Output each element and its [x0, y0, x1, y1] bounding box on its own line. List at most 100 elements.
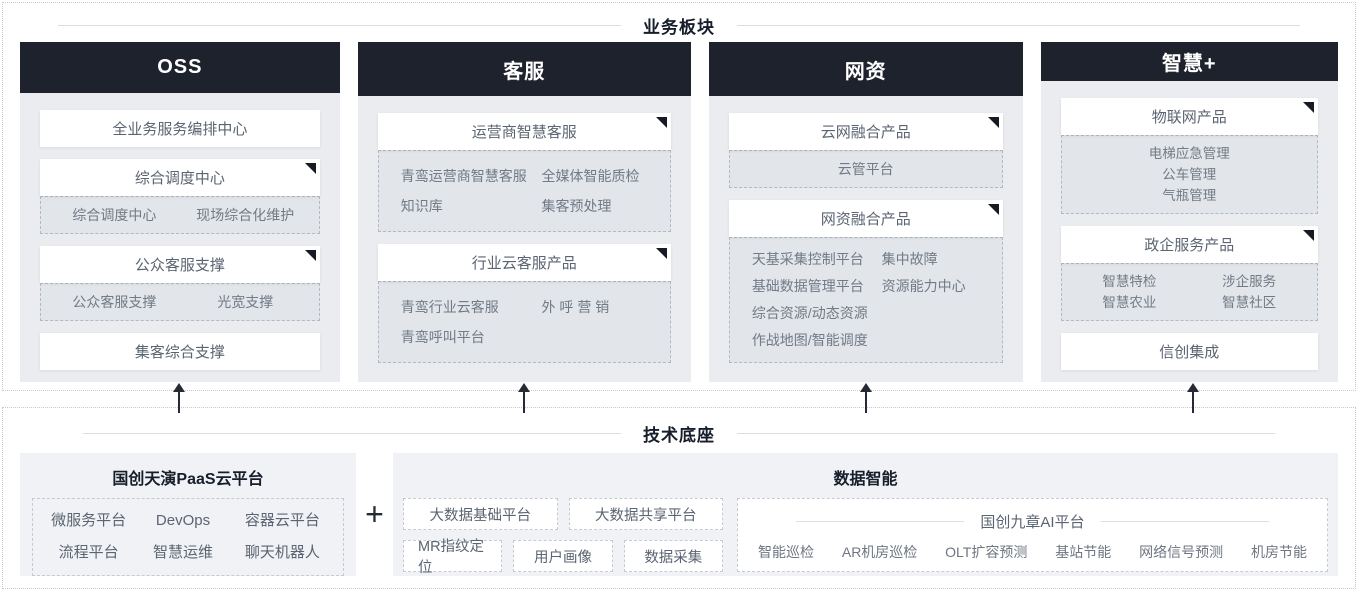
card-title: 信创集成 [1159, 344, 1220, 361]
arrow-head [1187, 383, 1199, 392]
corner-marker-icon [304, 163, 316, 174]
business-section-title-row: 业务板块 [3, 14, 1355, 37]
sub-item: 全媒体智能质检 [541, 168, 640, 184]
column-smart-plus: 智慧+ 物联网产品 电梯应急管理 公车管理 气瓶管理 [1040, 42, 1338, 382]
sub-item: 智慧社区 [1222, 295, 1277, 310]
card-title: 综合调度中心 [134, 170, 225, 187]
paas-item: 流程平台 [58, 544, 119, 561]
arrow-stem [1192, 391, 1194, 413]
data-box-row: MR指纹定位 用户画像 数据采集 [403, 539, 723, 576]
divider-line [58, 24, 621, 26]
ai-platform-items: 智能巡检 AR机房巡检 OLT扩容预测 基站节能 网络信号预测 机房节能 [756, 542, 1309, 562]
corner-marker-icon [655, 248, 667, 259]
sub-item: 综合调度中心 [72, 207, 157, 223]
arrow-stem [865, 391, 867, 413]
data-intelligence-title: 数据智能 [833, 471, 898, 488]
sub-item: 基础数据管理平台 [751, 278, 864, 294]
card-industry-cloud-service: 行业云客服产品 [377, 244, 671, 281]
card-gov-enterprise-products: 政企服务产品 [1060, 226, 1318, 263]
data-box: 大数据共享平台 [568, 498, 723, 530]
corner-marker-icon [304, 250, 316, 261]
column-customer-service-body: 运营商智慧客服 青鸾运营商智慧客服 全媒体智能质检 知识库 集客预处理 行业云客… [357, 96, 691, 382]
ai-item: 机房节能 [1250, 544, 1307, 560]
card-dispatch-center: 综合调度中心 [40, 159, 320, 196]
paas-item: 智慧运维 [153, 544, 214, 561]
column-smart-plus-body: 物联网产品 电梯应急管理 公车管理 气瓶管理 政企服务产品 [1040, 81, 1338, 382]
card-group: 综合调度中心 综合调度中心 现场综合化维护 [40, 159, 320, 234]
data-box: 大数据基础平台 [403, 498, 558, 530]
business-section-title: 业务板块 [643, 17, 715, 37]
card-title: 物联网产品 [1151, 109, 1227, 126]
tech-content: 国创天演PaaS云平台 微服务平台 DevOps 容器云平台 流程平台 智慧运维… [20, 453, 1338, 576]
card-group: 网资融合产品 天基采集控制平台 集中故障 基础数据管理平台 资源能力中心 综合资… [728, 200, 1003, 363]
corner-marker-icon [987, 204, 999, 215]
column-customer-service: 客服 运营商智慧客服 青鸾运营商智慧客服 全媒体智能质检 知识库 集客预处理 [357, 42, 691, 382]
sub-item: 光宽支撑 [217, 294, 274, 310]
card-title: 全业务服务编排中心 [112, 121, 248, 138]
data-box-row: 大数据基础平台 大数据共享平台 [403, 498, 723, 530]
arrow-head [173, 383, 185, 392]
ai-platform-title-row: 国创九章AI平台 [756, 511, 1309, 532]
ai-platform-box: 国创九章AI平台 智能巡检 AR机房巡检 OLT扩容预测 基站节能 网络信号预测… [737, 498, 1328, 572]
sub-item: 知识库 [400, 198, 443, 214]
sub-item: 电梯应急管理 [1148, 146, 1230, 161]
card-netres-fusion-products: 网资融合产品 [728, 200, 1003, 237]
plus-icon: + [365, 496, 384, 532]
sub-item: 外 呼 营 销 [541, 299, 610, 315]
card-sub-items: 综合调度中心 现场综合化维护 [40, 196, 320, 234]
data-boxes: 大数据基础平台 大数据共享平台 MR指纹定位 用户画像 数据采集 [403, 498, 723, 576]
sub-item: 青鸾运营商智慧客服 [400, 168, 527, 184]
card-sub-items: 青鸾运营商智慧客服 全媒体智能质检 知识库 集客预处理 [377, 150, 671, 232]
card-public-support: 公众客服支撑 [40, 246, 320, 283]
column-network-resources-body: 云网融合产品 云管平台 网资融合产品 天基采集控制平台 [708, 96, 1023, 382]
sub-item: 综合资源/动态资源 [751, 305, 868, 321]
corner-marker-icon [655, 117, 667, 128]
data-box: 数据采集 [623, 540, 723, 572]
divider-line [1100, 521, 1269, 522]
paas-platform-card: 国创天演PaaS云平台 微服务平台 DevOps 容器云平台 流程平台 智慧运维… [20, 453, 356, 576]
card-sub-items: 电梯应急管理 公车管理 气瓶管理 [1060, 135, 1318, 214]
ai-item: OLT扩容预测 [945, 544, 1028, 560]
card-sub-items: 公众客服支撑 光宽支撑 [40, 283, 320, 321]
tech-section-title-row: 技术底座 [3, 422, 1355, 445]
corner-marker-icon [987, 117, 999, 128]
card-xinchuang-integration: 信创集成 [1060, 333, 1318, 370]
business-section: 业务板块 OSS 全业务服务编排中心 综合调度中心 [2, 2, 1356, 391]
sub-item: 天基采集控制平台 [751, 251, 864, 267]
sub-item: 智慧农业 [1102, 295, 1157, 310]
sub-item: 资源能力中心 [881, 278, 966, 294]
card-group: 运营商智慧客服 青鸾运营商智慧客服 全媒体智能质检 知识库 集客预处理 [377, 113, 671, 232]
card-sub-items: 青鸾行业云客服 外 呼 营 销 青鸾呼叫平台 [377, 281, 671, 363]
card-title: 政企服务产品 [1144, 237, 1235, 254]
divider-line [796, 521, 965, 522]
divider-line [737, 432, 1275, 434]
card-sub-items: 天基采集控制平台 集中故障 基础数据管理平台 资源能力中心 综合资源/动态资源 … [728, 237, 1003, 363]
card-operator-smart-service: 运营商智慧客服 [377, 113, 671, 150]
sub-item: 云管平台 [837, 161, 894, 177]
up-arrow-icon [1185, 383, 1201, 413]
up-arrow-icon [858, 383, 874, 413]
sub-item: 智慧特检 [1102, 274, 1157, 289]
data-intelligence-content: 大数据基础平台 大数据共享平台 MR指纹定位 用户画像 数据采集 国创九章AI平… [403, 498, 1328, 576]
data-intelligence-card: 数据智能 大数据基础平台 大数据共享平台 MR指纹定位 用户画像 数据采集 [393, 453, 1338, 576]
data-box: 用户画像 [513, 540, 613, 572]
arrow-stem [523, 391, 525, 413]
ai-item: 网络信号预测 [1139, 544, 1224, 560]
card-group-customer-support: 集客综合支撑 [40, 333, 320, 370]
sub-item: 集客预处理 [541, 198, 612, 214]
corner-marker-icon [1302, 230, 1314, 241]
sub-item: 气瓶管理 [1162, 188, 1217, 203]
sub-item: 公众客服支撑 [72, 294, 157, 310]
card-group: 信创集成 [1060, 333, 1318, 370]
sub-item: 作战地图/智能调度 [751, 332, 868, 348]
sub-item: 公车管理 [1162, 167, 1217, 182]
paas-item: 微服务平台 [51, 512, 127, 529]
arrow-head [518, 383, 530, 392]
column-oss-body: 全业务服务编排中心 综合调度中心 综合调度中心 现场综合化维护 [20, 93, 340, 382]
arrow-stem [178, 391, 180, 413]
sub-item: 青鸾行业云客服 [400, 299, 499, 315]
card-title: 云网融合产品 [820, 124, 911, 141]
ai-item: 基站节能 [1055, 544, 1112, 560]
arrow-head [860, 383, 872, 392]
